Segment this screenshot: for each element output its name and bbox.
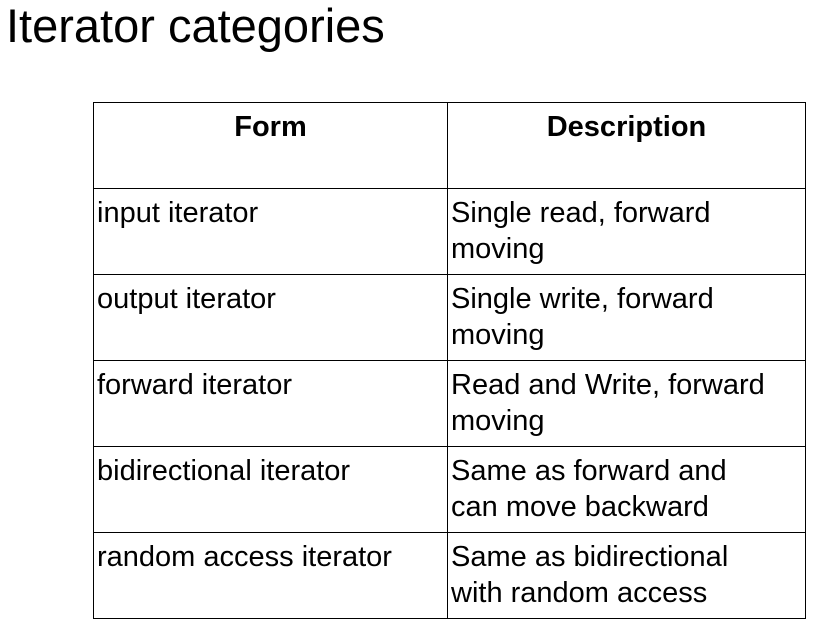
description-cell: Single read, forward moving [447, 188, 806, 275]
column-header-description: Description [447, 102, 806, 189]
form-cell: bidirectional iterator [93, 446, 448, 533]
table-row: input iterator Single read, forward movi… [93, 188, 806, 275]
description-line: Read and Write, forward [451, 369, 765, 401]
description-line: can move backward [451, 491, 709, 523]
table-header-row: Form Description [93, 102, 806, 189]
description-cell: Same as bidirectional with random access [447, 532, 806, 619]
table-row: output iterator Single write, forward mo… [93, 274, 806, 361]
description-cell: Same as forward and can move backward [447, 446, 806, 533]
form-cell: random access iterator [93, 532, 448, 619]
form-cell: forward iterator [93, 360, 448, 447]
iterator-categories-table: Form Description input iterator Single r… [93, 102, 806, 619]
form-cell: output iterator [93, 274, 448, 361]
description-line: Same as bidirectional [451, 541, 729, 573]
description-line: moving [451, 319, 545, 351]
table-row: forward iterator Read and Write, forward… [93, 360, 806, 447]
table-row: bidirectional iterator Same as forward a… [93, 446, 806, 533]
description-line: Same as forward and [451, 455, 727, 487]
description-line: Single write, forward [451, 283, 714, 315]
description-cell: Read and Write, forward moving [447, 360, 806, 447]
description-line: with random access [451, 577, 708, 609]
column-header-form: Form [93, 102, 448, 189]
description-line: Single read, forward [451, 197, 711, 229]
description-line: moving [451, 405, 545, 437]
description-cell: Single write, forward moving [447, 274, 806, 361]
form-cell: input iterator [93, 188, 448, 275]
table-row: random access iterator Same as bidirecti… [93, 532, 806, 619]
page-title: Iterator categories [6, 0, 385, 52]
description-line: moving [451, 233, 545, 265]
